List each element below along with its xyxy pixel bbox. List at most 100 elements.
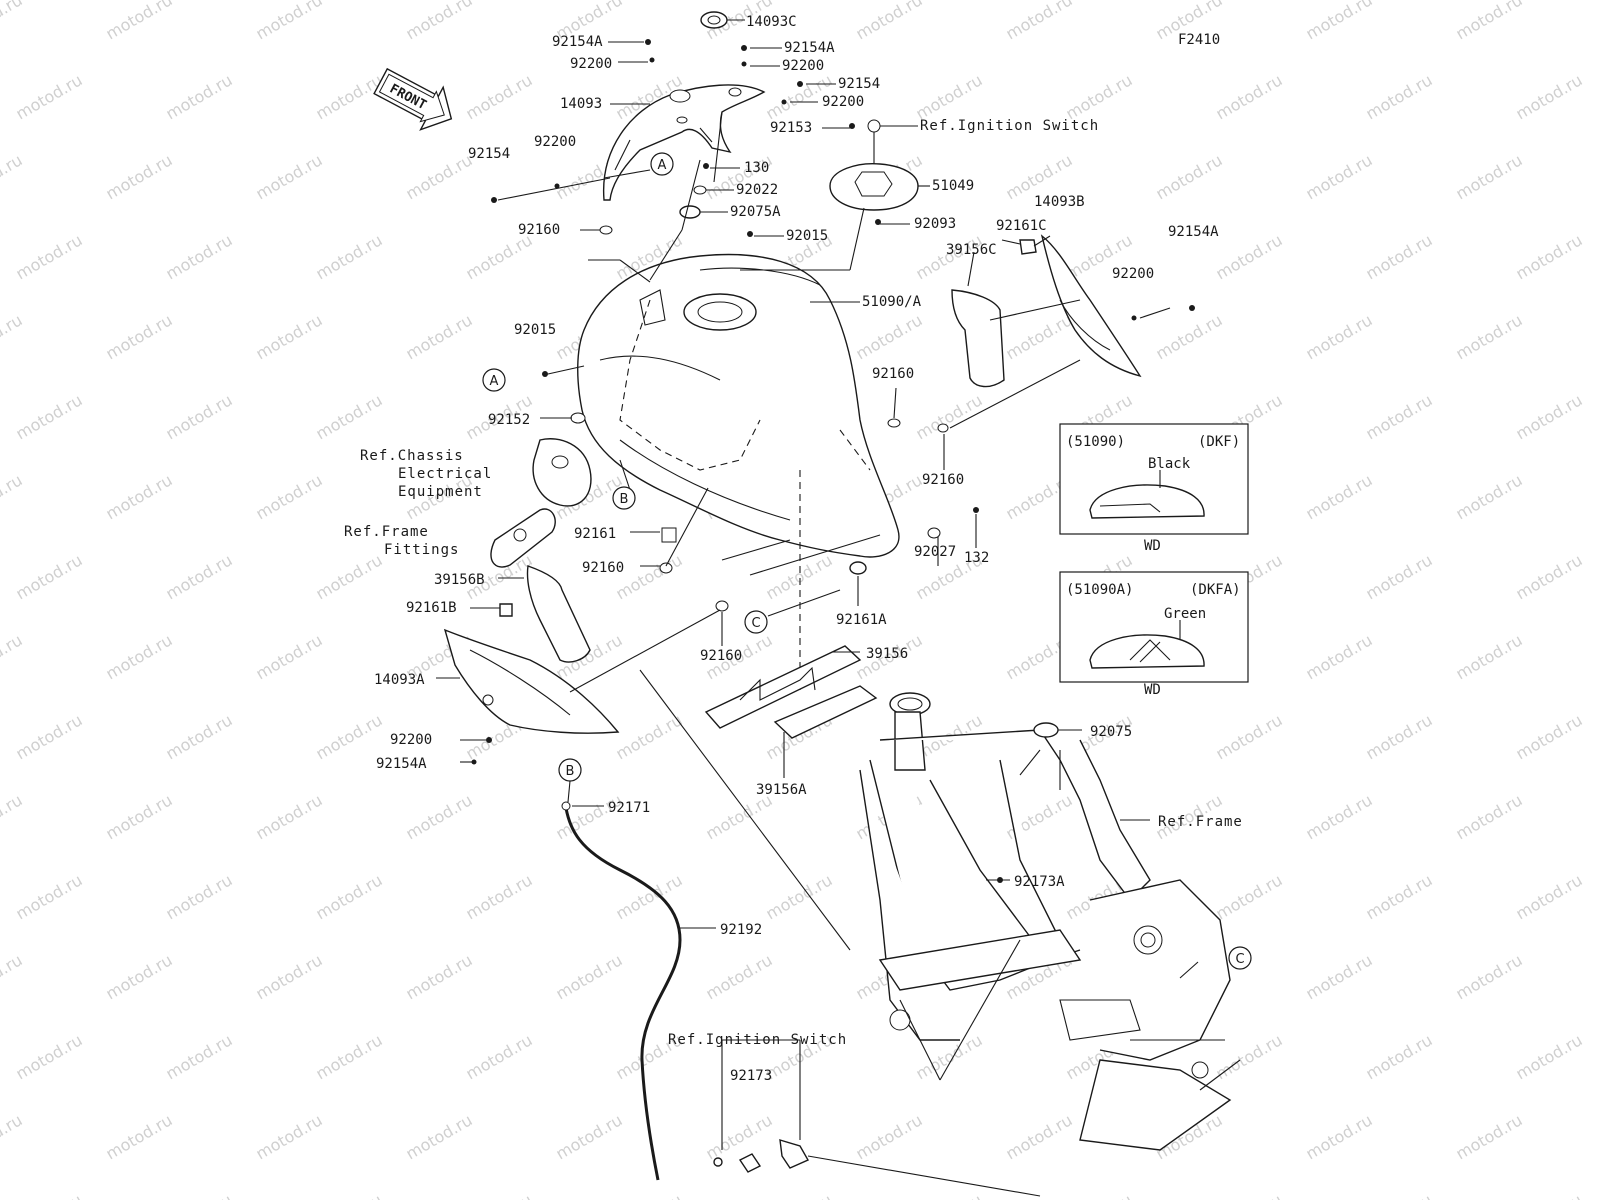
watermark-text: motod.ru [463,230,536,283]
watermark-text: motod.ru [313,230,386,283]
label-92161C: 92161C [996,218,1047,234]
label-130: 130 [744,160,769,176]
svg-text:A: A [490,374,499,389]
watermark-text: motod.ru [313,70,386,123]
label-92161: 92161 [574,526,616,542]
svg-text:C: C [751,616,760,631]
watermark-text: motod.ru [313,1030,386,1083]
callout-a-left: A [482,368,506,392]
watermark-text: motod.ru [0,0,26,43]
watermark-text: motod.ru [13,550,86,603]
label-92161A: 92161A [836,612,887,628]
grommet-92161B [499,603,513,617]
ref-chassis-1: Ref.Chassis [360,448,464,464]
watermark-text: motod.ru [103,1110,176,1163]
front-arrow-icon: FRONT [373,67,453,131]
svg-text:(51090): (51090) [1066,434,1125,450]
watermark-text: motod.ru [553,950,626,1003]
watermark-text: motod.ru [1003,0,1076,43]
label-92154A-r: 92154A [1168,224,1219,240]
label-51090A: 51090/A [862,294,922,310]
watermark-text: motod.ru [613,710,686,763]
watermark-text: motod.ru [13,70,86,123]
label-39156A: 39156A [756,782,807,798]
label-14093C: 14093C [746,14,797,30]
label-92154-l: 92154 [468,146,510,162]
watermark-text: motod.ru [253,1110,326,1163]
watermark-text: motod.ru [313,870,386,923]
watermark-text: motod.ru [763,1190,836,1200]
label-14093A: 14093A [374,672,425,688]
callout-b-tank: B [612,486,636,510]
label-92160-b: 92160 [582,560,624,576]
watermark-text: motod.ru [1513,390,1586,443]
pad-39156B [526,565,591,663]
watermark-text: motod.ru [1303,150,1376,203]
watermark-text: motod.ru [1303,790,1376,843]
legend-note-51090A: WD [1144,682,1161,698]
watermark-text: motod.ru [0,150,26,203]
callout-a-top: A [603,152,674,179]
watermark-text: motod.ru [613,550,686,603]
label-92200-r: 92200 [1112,266,1154,282]
watermark-text: motod.ru [1213,710,1286,763]
fuel-tank-51090 [577,253,900,690]
watermark-text: motod.ru [1363,1030,1436,1083]
watermark-text: motod.ru [403,310,476,363]
watermark-text: motod.ru [103,950,176,1003]
watermark-text: motod.ru [103,630,176,683]
frame-assembly [859,692,1241,1151]
watermark-text: motod.ru [913,390,986,443]
label-92192: 92192 [720,922,762,938]
watermark-text: motod.ru [313,710,386,763]
watermark-text: motod.ru [163,1190,236,1200]
watermark-text: motod.ru [103,470,176,523]
watermark-text: motod.ru [913,70,986,123]
watermark-text: motod.ru [403,0,476,43]
watermark-text: motod.ru [1003,310,1076,363]
label-92160-r: 92160 [922,472,964,488]
watermark-text: motod.ru [913,1190,986,1200]
callout-c-mid: C [744,610,768,634]
svg-text:Black: Black [1148,456,1191,472]
watermark-text: motod.ru [1303,630,1376,683]
filler-cap-14093C [700,11,745,29]
label-92160-l: 92160 [518,222,560,238]
label-39156: 39156 [866,646,908,662]
watermark-text: motod.ru [463,1190,536,1200]
watermark-text: motod.ru [0,630,26,683]
label-14093: 14093 [560,96,602,112]
ref-frame-fittings-2: Fittings [384,542,459,558]
label-92200-tc: 92200 [782,58,824,74]
leader-lines [436,41,1199,1081]
watermark-text: motod.ru [163,550,236,603]
label-92015-l: 92015 [514,322,556,338]
ref-chassis-3: Equipment [398,484,483,500]
fasteners [471,39,1195,883]
watermark-text: motod.ru [1513,1190,1586,1200]
label-92093: 92093 [914,216,956,232]
diagram-identifier: F2410 [1178,32,1220,48]
label-92161B: 92161B [406,600,457,616]
watermark-text: motod.ru [703,1110,776,1163]
watermark-text: motod.ru [1213,70,1286,123]
watermark-text: motod.ru [313,550,386,603]
callout-c-frame: C [1228,946,1252,970]
watermark-text: motod.ru [253,950,326,1003]
watermark-text: motod.ru [0,790,26,843]
watermark-text: motod.ru [313,1190,386,1200]
ref-ignition-switch-top: Ref.Ignition Switch [920,118,1099,134]
watermark-text: motod.ru [1513,70,1586,123]
side-cover-14093A [443,628,620,734]
ref-chassis-2: Electrical [398,466,492,482]
label-92173: 92173 [730,1068,772,1084]
label-92200-tc2: 92200 [822,94,864,110]
watermark-text: motod.ru [1213,230,1286,283]
pad-39156A [773,685,878,739]
watermark-text: motod.ru [103,0,176,43]
label-92154A-bl: 92154A [376,756,427,772]
watermark-text: motod.ru [163,230,236,283]
callout-b-hose: B [558,758,582,803]
pad-39156 [704,645,862,729]
watermark-text: motod.ru [1513,710,1586,763]
